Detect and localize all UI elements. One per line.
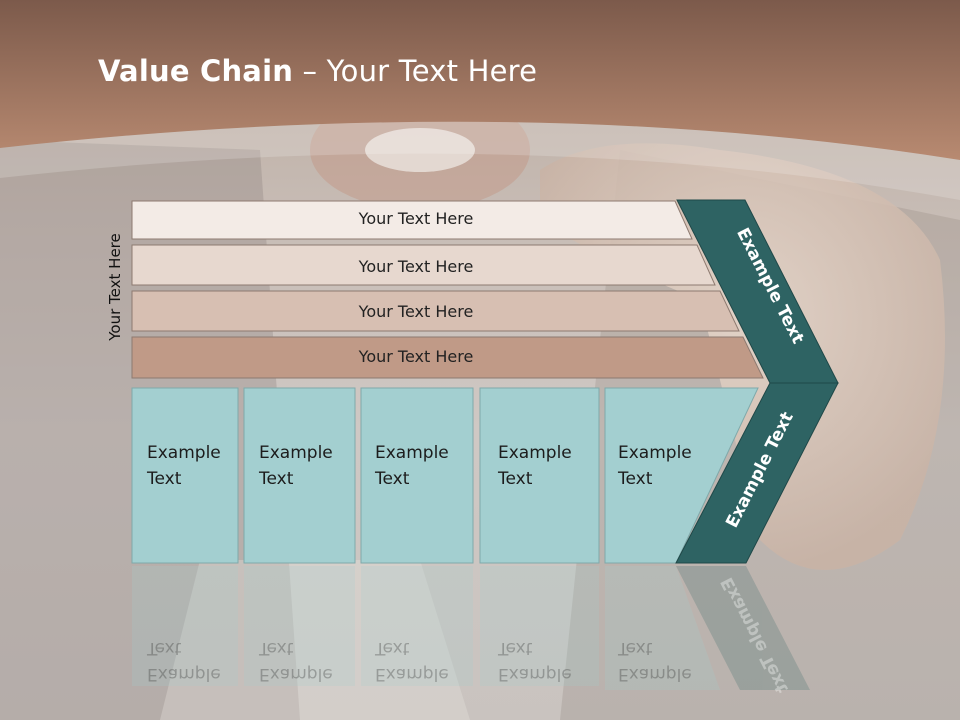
box-4-line1: Example <box>498 443 572 463</box>
title-bold: Value Chain <box>98 54 294 88</box>
box-4-reflection-line1: Example <box>498 664 572 684</box>
box-2-reflection-line1: Example <box>259 664 333 684</box>
box-2-reflection-line2: Text <box>259 638 294 658</box>
box-5-line1: Example <box>618 443 692 463</box>
row-1-label: Your Text Here <box>358 209 474 228</box>
box-5-reflection: Example Text <box>618 635 692 687</box>
row-3-label: Your Text Here <box>358 302 474 321</box>
activity-box-2 <box>243 387 356 564</box>
box-4-line2: Text <box>498 469 533 489</box>
box-1-reflection-line1: Example <box>147 664 221 684</box>
row-2 <box>131 244 716 286</box>
activity-box-3 <box>360 387 474 564</box>
box-2-reflection: Example Text <box>259 635 333 687</box>
chevron-lower <box>675 382 839 564</box>
row-1 <box>131 200 693 240</box>
box-5-reflection-line2: Text <box>618 638 653 658</box>
box-3-line1: Example <box>375 443 449 463</box>
activity-box-4 <box>479 387 600 564</box>
box-1-reflection-line2: Text <box>147 638 182 658</box>
row-2-label: Your Text Here <box>358 257 474 276</box>
box-3-reflection-line2: Text <box>375 638 410 658</box>
box-1-line2: Text <box>147 469 182 489</box>
box-2-line2: Text <box>259 469 294 489</box>
box-4-reflection-line2: Text <box>498 638 533 658</box>
title-rest: – Your Text Here <box>293 54 538 88</box>
box-3-reflection: Example Text <box>375 635 449 687</box>
box-4-reflection: Example Text <box>498 635 572 687</box>
row-4-label: Your Text Here <box>358 347 474 366</box>
box-2-line1: Example <box>259 443 333 463</box>
box-3-reflection-line1: Example <box>375 664 449 684</box>
activity-box-1 <box>131 387 239 564</box>
row-3 <box>131 290 740 332</box>
reflection <box>132 566 810 690</box>
slide-title: Value Chain – Your Text Here <box>98 54 537 88</box>
box-5-line2: Text <box>618 469 653 489</box>
row-4 <box>131 336 764 379</box>
box-1-reflection: Example Text <box>147 635 221 687</box>
box-3-line2: Text <box>375 469 410 489</box>
box-1-line1: Example <box>147 443 221 463</box>
box-5-reflection-line1: Example <box>618 664 692 684</box>
